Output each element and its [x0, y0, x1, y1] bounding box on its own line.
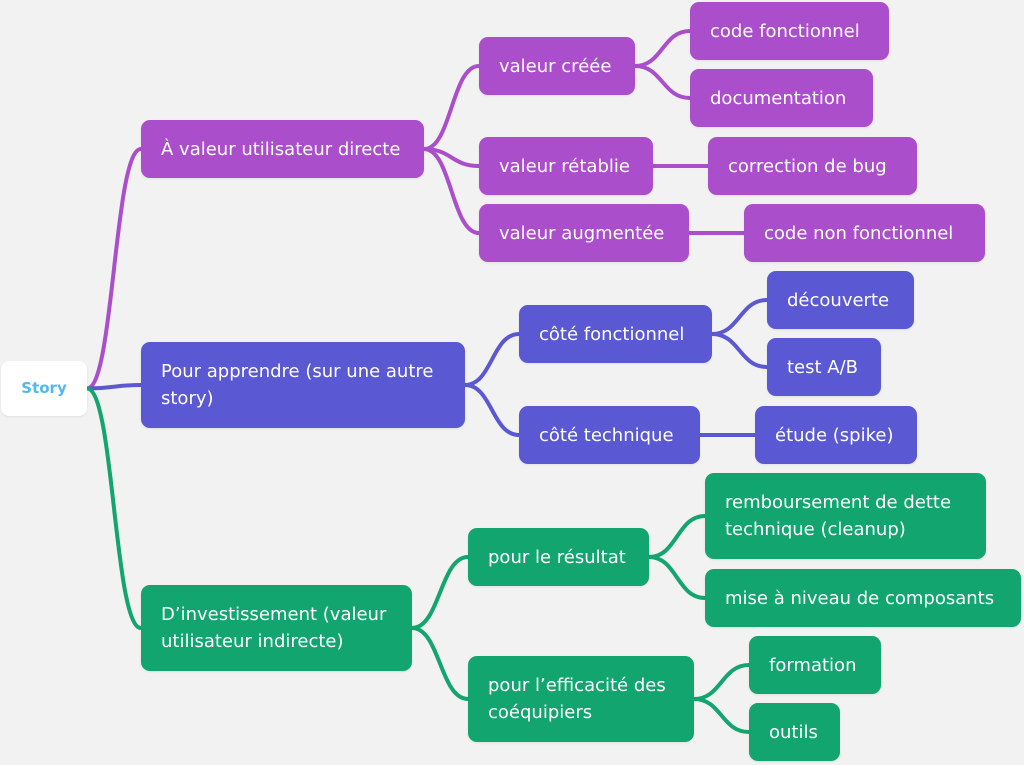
connector-node-valeur-creee-to-leaf-documentation	[633, 64, 692, 100]
root-node-story[interactable]: Story	[1, 361, 87, 416]
node-valeur-creee[interactable]: valeur créée	[479, 37, 635, 95]
leaf-etude-spike[interactable]: étude (spike)	[755, 406, 917, 464]
connector-node-efficacite-coequipiers-to-leaf-outils	[692, 697, 751, 734]
connector-branch-node-investissement-to-node-pour-le-resultat	[410, 555, 470, 630]
connector-root-node-story-to-branch-node-valeur-directe	[85, 147, 143, 391]
node-efficacite-coequipiers[interactable]: pour l’efficacité des coéquipiers	[468, 656, 694, 742]
leaf-outils[interactable]: outils	[749, 703, 840, 761]
connector-node-cote-fonctionnel-to-leaf-decouverte	[710, 298, 769, 336]
leaf-mise-a-niveau[interactable]: mise à niveau de composants	[705, 569, 1021, 627]
branch-node-pour-apprendre[interactable]: Pour apprendre (sur une autre story)	[141, 342, 465, 428]
node-pour-le-resultat[interactable]: pour le résultat	[468, 528, 649, 586]
leaf-code-fonctionnel[interactable]: code fonctionnel	[690, 2, 889, 60]
connector-node-cote-fonctionnel-to-leaf-test-ab	[710, 332, 769, 369]
leaf-formation[interactable]: formation	[749, 636, 881, 694]
leaf-test-ab[interactable]: test A/B	[767, 338, 881, 396]
connector-branch-node-investissement-to-node-efficacite-coequipiers	[410, 626, 470, 701]
connector-branch-node-valeur-directe-to-node-valeur-augmentee	[422, 147, 481, 235]
leaf-documentation[interactable]: documentation	[690, 69, 873, 127]
connector-node-valeur-creee-to-leaf-code-fonctionnel	[633, 29, 692, 68]
leaf-remboursement-dette[interactable]: remboursement de dette technique (cleanu…	[705, 473, 986, 559]
connector-root-node-story-to-branch-node-pour-apprendre	[85, 383, 143, 391]
branch-node-valeur-directe[interactable]: À valeur utilisateur directe	[141, 120, 424, 178]
connector-branch-node-pour-apprendre-to-node-cote-fonctionnel	[463, 332, 521, 387]
leaf-code-non-fonctionnel[interactable]: code non fonctionnel	[744, 204, 985, 262]
connector-root-node-story-to-branch-node-investissement	[85, 386, 143, 630]
node-valeur-retablie[interactable]: valeur rétablie	[479, 137, 653, 195]
node-cote-fonctionnel[interactable]: côté fonctionnel	[519, 305, 712, 363]
leaf-correction-de-bug[interactable]: correction de bug	[708, 137, 917, 195]
leaf-decouverte[interactable]: découverte	[767, 271, 914, 329]
connector-node-efficacite-coequipiers-to-leaf-formation	[692, 663, 751, 701]
branch-node-investissement[interactable]: D’investissement (valeur utilisateur ind…	[141, 585, 412, 671]
node-cote-technique[interactable]: côté technique	[519, 406, 700, 464]
connector-node-pour-le-resultat-to-leaf-remboursement-dette	[647, 514, 707, 559]
connector-branch-node-pour-apprendre-to-node-cote-technique	[463, 383, 521, 437]
connector-node-pour-le-resultat-to-leaf-mise-a-niveau	[647, 555, 707, 600]
node-valeur-augmentee[interactable]: valeur augmentée	[479, 204, 689, 262]
connector-branch-node-valeur-directe-to-node-valeur-creee	[422, 64, 481, 151]
